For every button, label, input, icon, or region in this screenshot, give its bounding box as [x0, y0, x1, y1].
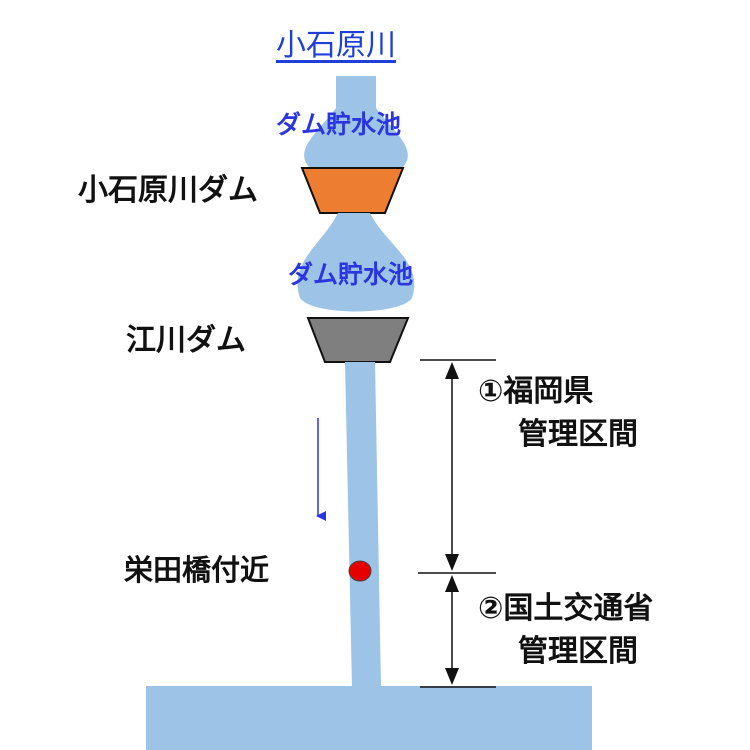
upper-reservoir [304, 108, 408, 168]
koishiwarakawa-dam [300, 167, 405, 214]
river-name-label: 小石原川 [276, 28, 396, 63]
egawa-dam [306, 317, 410, 363]
section-1-arrowhead-bottom [445, 554, 459, 571]
section-2-arrowhead-bottom [445, 668, 459, 685]
main-river [146, 686, 592, 750]
location-marker [348, 560, 372, 582]
egawa-dam-label: 江川ダム [126, 323, 246, 358]
section-1-title: ①福岡県 [478, 374, 594, 409]
koishiwarakawa-dam-label: 小石原川ダム [78, 173, 258, 208]
section-2-arrowhead-top [445, 575, 459, 592]
lower-reservoir-label: ダム貯水池 [288, 260, 414, 289]
section-2-title: ②国土交通省 [478, 591, 654, 626]
upper-reservoir-label: ダム貯水池 [276, 110, 402, 139]
section-1-arrowhead-top [445, 362, 459, 379]
downstream-channel [345, 362, 381, 688]
location-label: 栄田橋付近 [124, 553, 270, 587]
lower-reservoir [297, 213, 415, 312]
section-2-subtitle: 管理区間 [518, 634, 638, 669]
section-1-subtitle: 管理区間 [518, 417, 638, 452]
